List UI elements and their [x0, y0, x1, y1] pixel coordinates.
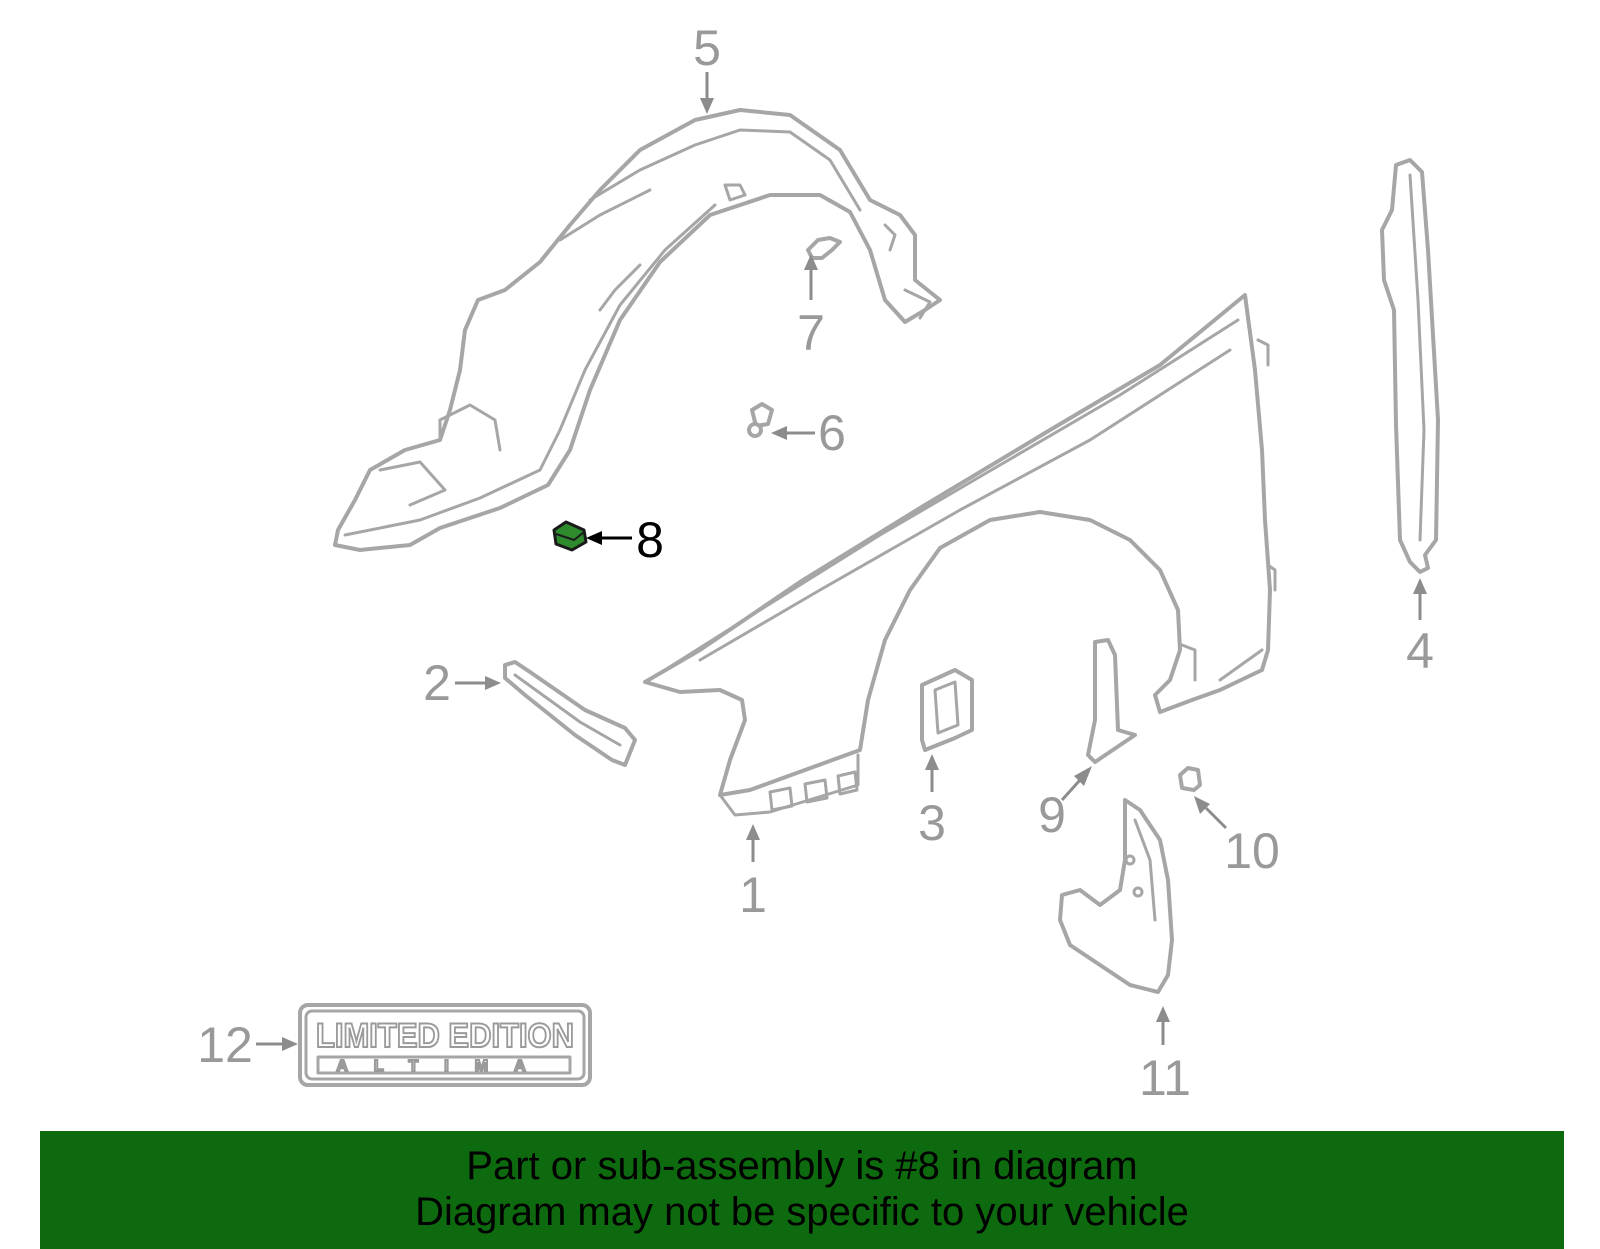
callout-8: 8 [586, 512, 664, 568]
callout-label-3: 3 [918, 795, 946, 851]
part-4-seal-strip [1380, 158, 1440, 574]
callout-10: 10 [1194, 796, 1280, 879]
callout-label-7: 7 [797, 305, 825, 361]
part-10-nut [1178, 766, 1202, 792]
callout-label-11: 11 [1139, 1050, 1191, 1106]
callout-6: 6 [771, 405, 846, 461]
part-3-seal [920, 668, 974, 752]
part-9-splash-guard [1086, 638, 1137, 764]
banner-line-part: Part or sub-assembly is #8 in diagram [466, 1144, 1138, 1188]
info-banner: Part or sub-assembly is #8 in diagram Di… [40, 1131, 1564, 1249]
callout-4: 4 [1406, 578, 1434, 679]
part-6-retainer [747, 402, 774, 438]
part-8-nut [552, 520, 588, 552]
callout-label-1: 1 [739, 867, 767, 923]
part-2-bracket [503, 660, 637, 767]
part-1-fender [643, 293, 1277, 817]
badge-line1: LIMITED EDITION [316, 1017, 574, 1055]
callout-label-5: 5 [693, 20, 721, 76]
part-7-clip [806, 236, 842, 260]
callout-3: 3 [918, 754, 946, 851]
callout-label-8: 8 [636, 512, 664, 568]
callout-9: 9 [1038, 766, 1092, 843]
callout-1: 1 [739, 824, 767, 923]
callout-label-10: 10 [1224, 823, 1280, 879]
callout-12: 12 [197, 1017, 298, 1073]
callout-label-2: 2 [423, 655, 451, 711]
callout-label-4: 4 [1406, 623, 1434, 679]
callout-label-9: 9 [1038, 787, 1066, 843]
part-12-emblem: LIMITED EDITION ALTIMA [298, 1003, 592, 1087]
badge-line2: ALTIMA [336, 1058, 551, 1075]
part-11-mud-flap [1058, 798, 1174, 994]
callout-label-6: 6 [818, 405, 846, 461]
callout-5: 5 [693, 20, 721, 114]
callout-label-12: 12 [197, 1017, 253, 1073]
part-5-fender-liner [333, 108, 942, 552]
callout-11: 11 [1139, 1006, 1191, 1106]
banner-line-disclaimer: Diagram may not be specific to your vehi… [415, 1190, 1189, 1234]
callout-7: 7 [797, 254, 825, 361]
callout-2: 2 [423, 655, 501, 711]
